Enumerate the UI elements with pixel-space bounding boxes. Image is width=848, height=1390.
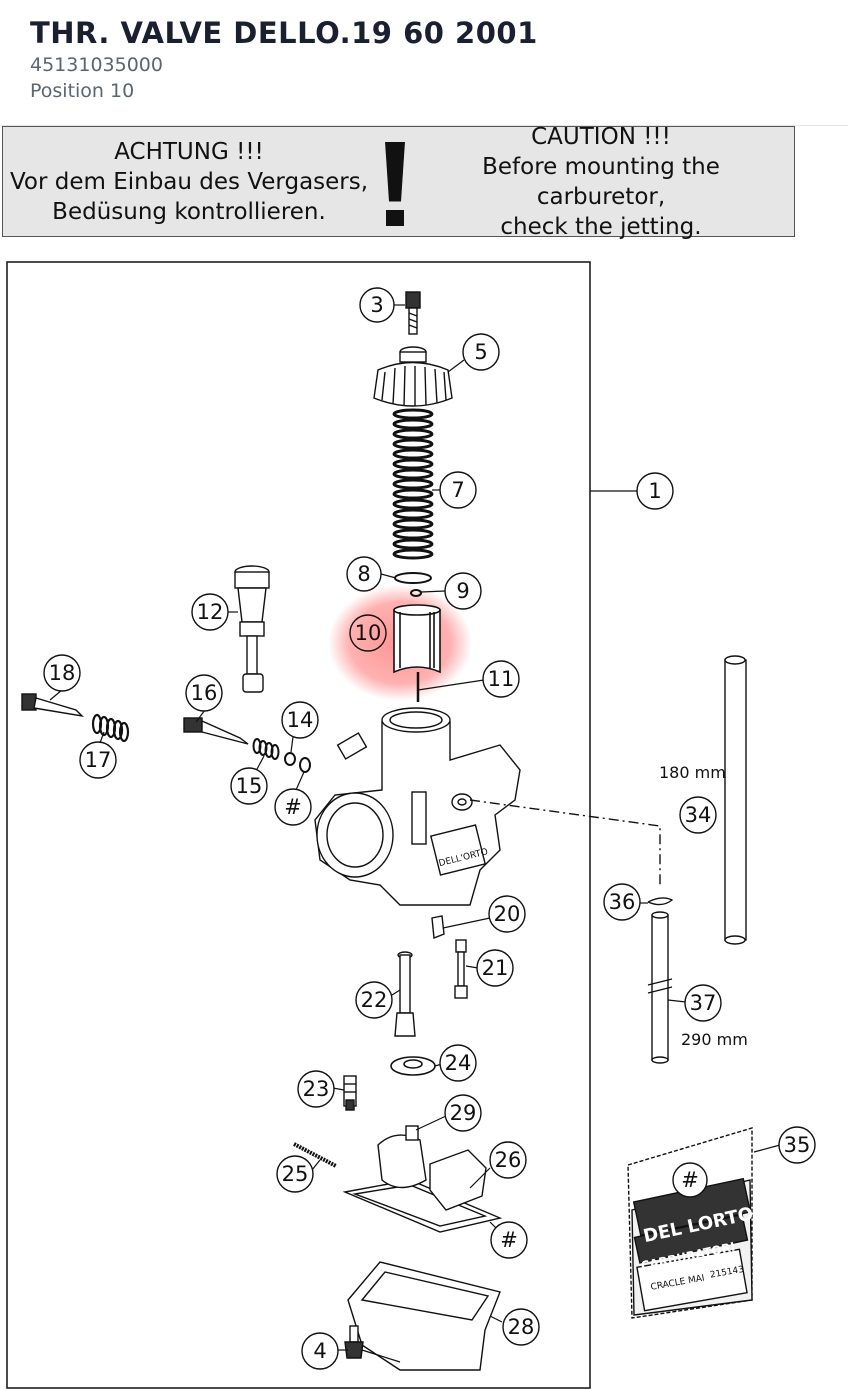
part-35-jet-kit[interactable] [627, 1127, 753, 1319]
callout-14[interactable]: 14 [287, 708, 314, 732]
part-16-mixture-screw[interactable] [183, 717, 249, 745]
callout-11[interactable]: 11 [488, 667, 515, 691]
callout-25[interactable]: 25 [282, 1162, 309, 1186]
callout-21[interactable]: 21 [482, 956, 509, 980]
part-4-drain-screw[interactable] [344, 1325, 364, 1359]
caution-english-heading: CAUTION !!! [531, 123, 671, 150]
part-23-float-needle[interactable] [343, 1075, 357, 1111]
part-29-screw[interactable] [405, 1125, 419, 1141]
caution-english-line: check the jetting. [500, 213, 702, 240]
callout-3[interactable]: 3 [370, 293, 383, 317]
callout-35[interactable]: 35 [784, 1133, 811, 1157]
caution-english: CAUTION !!! Before mounting the carburet… [415, 122, 787, 242]
callout-17[interactable]: 17 [85, 748, 112, 772]
caution-english-line: Before mounting the carburetor, [482, 153, 720, 210]
header-divider [0, 125, 848, 126]
callout-34[interactable]: 34 [685, 803, 712, 827]
part-3-screw[interactable] [405, 291, 421, 335]
caution-german-line: Vor dem Einbau des Vergasers, [9, 168, 369, 195]
part-oring[interactable] [299, 757, 311, 773]
position-label: Position 10 [30, 80, 135, 102]
callout-26[interactable]: 26 [495, 1148, 522, 1172]
caution-german-heading: ACHTUNG !!! [114, 138, 264, 165]
callout-labels: 3 5 7 1 8 9 10 11 12 18 16 14 17 15 # 20… [49, 293, 811, 1363]
callout-24[interactable]: 24 [445, 1051, 472, 1075]
callout-37[interactable]: 37 [690, 991, 717, 1015]
callout-10[interactable]: 10 [355, 621, 382, 645]
part-36-hose-clip[interactable] [647, 897, 674, 906]
callout-hash-oring[interactable]: # [284, 795, 302, 819]
dimension-short-tube: 290 mm [681, 1030, 748, 1049]
assembly-frame [6, 261, 591, 1389]
caution-german: ACHTUNG !!! Vor dem Einbau des Vergasers… [3, 137, 375, 227]
callout-15[interactable]: 15 [236, 774, 263, 798]
dimension-long-tube: 180 mm [659, 763, 726, 782]
callout-23[interactable]: 23 [303, 1077, 330, 1101]
callout-29[interactable]: 29 [450, 1101, 477, 1125]
part-9-clip[interactable] [410, 589, 422, 597]
part-12-choke[interactable] [234, 565, 270, 693]
callout-9[interactable]: 9 [456, 579, 469, 603]
callout-1[interactable]: 1 [648, 479, 661, 503]
callout-22[interactable]: 22 [361, 988, 388, 1012]
callout-5[interactable]: 5 [474, 340, 487, 364]
callout-16[interactable]: 16 [191, 681, 218, 705]
part-34-tube-long[interactable] [724, 655, 747, 945]
part-8-washer[interactable] [394, 572, 432, 584]
caution-german-line: Bedüsung kontrollieren. [52, 198, 326, 225]
part-25-float-pin[interactable] [293, 1142, 337, 1168]
part-28-float-bowl[interactable] [347, 1261, 501, 1371]
callout-20[interactable]: 20 [494, 902, 521, 926]
part-18-idle-screw[interactable] [21, 693, 85, 718]
part-7-spring[interactable] [392, 408, 434, 560]
callout-hash-kit[interactable]: # [681, 1168, 699, 1192]
part-26-float[interactable] [342, 1134, 503, 1233]
part-number: 45131035000 [30, 54, 163, 76]
part-21-jet[interactable] [454, 939, 468, 999]
page-title: THR. VALVE DELLO.19 60 2001 [30, 16, 538, 50]
callout-4[interactable]: 4 [313, 1339, 326, 1363]
callout-circles [43, 287, 816, 1370]
callout-28[interactable]: 28 [508, 1315, 535, 1339]
carburetor-body[interactable] [314, 707, 521, 906]
caution-banner: ACHTUNG !!! Vor dem Einbau des Vergasers… [2, 124, 795, 240]
part-10-throttle-valve[interactable] [393, 604, 441, 674]
part-20-jet[interactable] [431, 915, 445, 939]
part-15-spring[interactable] [252, 738, 280, 760]
callout-36[interactable]: 36 [609, 890, 636, 914]
callout-18[interactable]: 18 [49, 661, 76, 685]
part-17-spring[interactable] [91, 713, 130, 743]
exclamation-icon [375, 132, 415, 232]
part-5-cap[interactable] [373, 346, 453, 407]
part-24-float-valve-seat[interactable] [390, 1056, 436, 1076]
callout-hash-gasket[interactable]: # [500, 1228, 518, 1252]
part-22-atomizer[interactable] [394, 951, 416, 1037]
callout-12[interactable]: 12 [197, 600, 224, 624]
part-37-tube-short[interactable] [647, 911, 673, 1064]
callout-7[interactable]: 7 [451, 478, 464, 502]
part-header: THR. VALVE DELLO.19 60 2001 45131035000 … [30, 14, 538, 104]
part-14-washer[interactable] [284, 752, 296, 766]
callout-8[interactable]: 8 [357, 562, 370, 586]
hose-route-line [469, 799, 661, 885]
